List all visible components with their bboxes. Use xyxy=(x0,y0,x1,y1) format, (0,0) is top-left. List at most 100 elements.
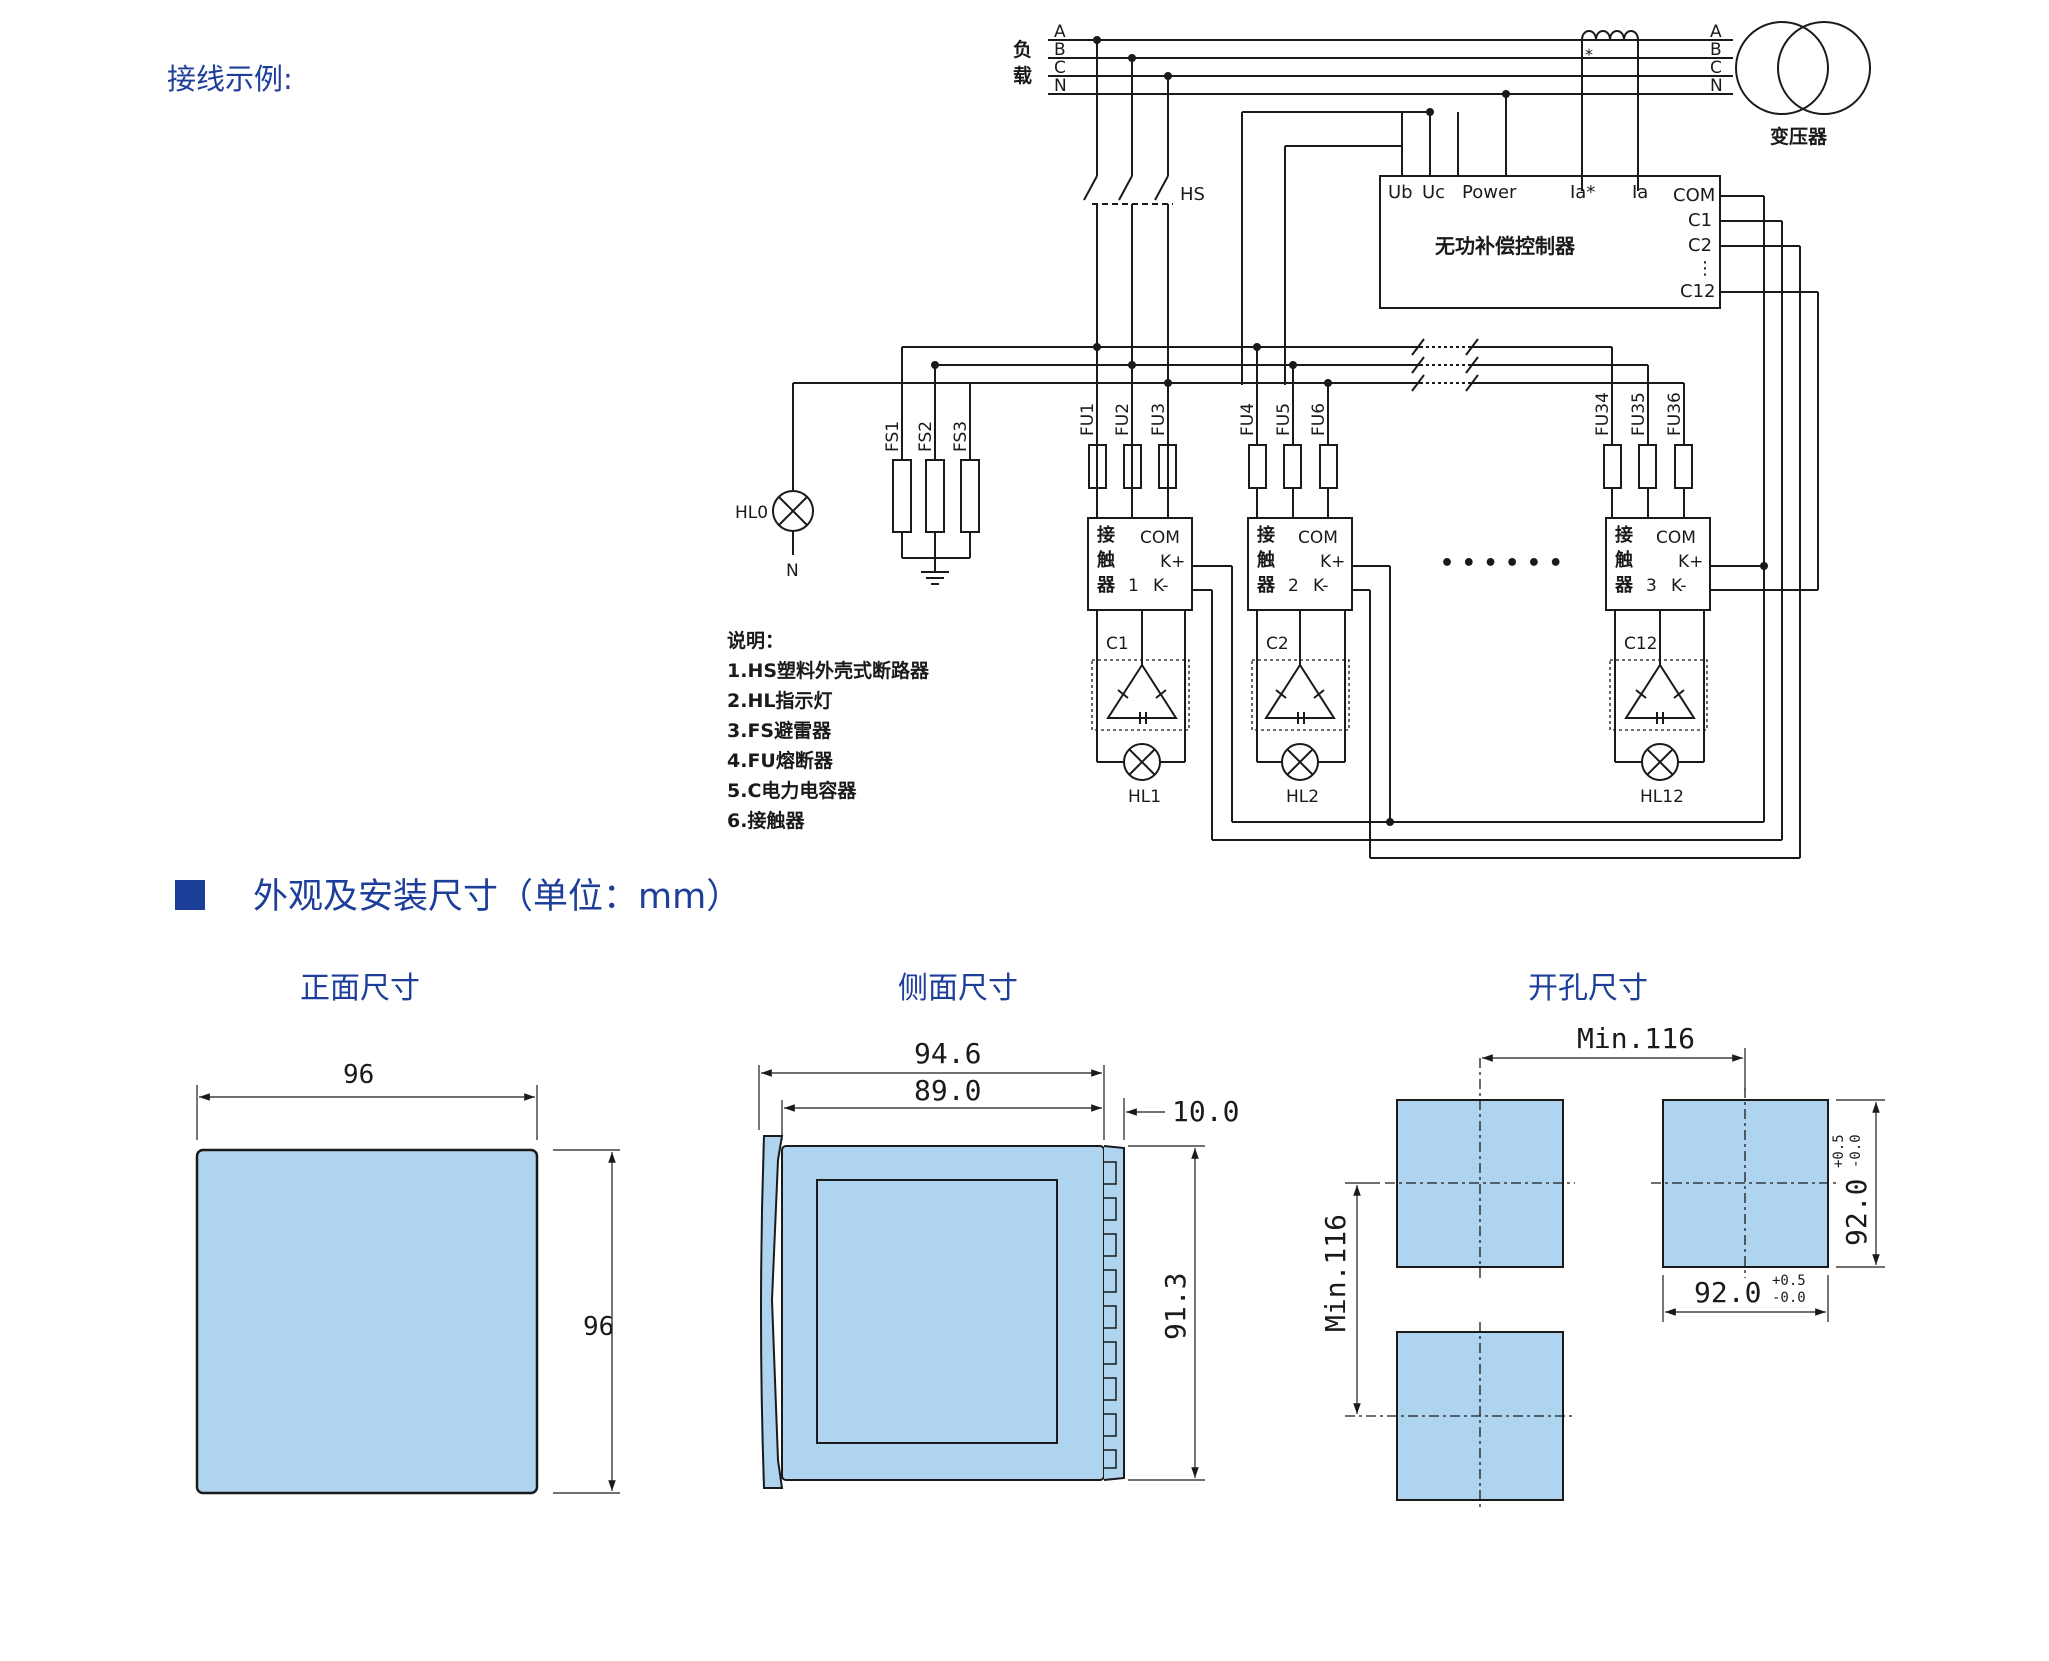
contactor-1-kplus: K+ xyxy=(1160,552,1185,572)
contactor-1 xyxy=(1087,517,1193,611)
fu36-label: FU36 xyxy=(1665,392,1685,436)
side-label-area xyxy=(816,1179,1058,1444)
phase-n-right: N xyxy=(1710,76,1723,96)
contactor-3-char-3: 器 xyxy=(1614,575,1634,596)
contactor-2-number: 2 xyxy=(1288,576,1299,596)
controller-power: Power xyxy=(1462,182,1517,203)
phase-c-right: C xyxy=(1710,58,1722,78)
transformer-coil-right xyxy=(1777,21,1871,115)
controller-c1: C1 xyxy=(1688,210,1712,231)
controller-ia: Ia xyxy=(1632,182,1648,203)
fu34-label: FU34 xyxy=(1593,392,1613,436)
controller-dots: ⋮ xyxy=(1696,258,1714,279)
controller-com: COM xyxy=(1673,185,1715,206)
contactor-1-com: COM xyxy=(1140,528,1180,548)
contactor-3-number: 3 xyxy=(1646,576,1657,596)
legend-item: 2.HL指示灯 xyxy=(727,690,833,712)
side-view: 94.6 89.0 10.0 91.3 xyxy=(758,1037,1239,1489)
contactor-2-char-1: 接 xyxy=(1257,524,1275,546)
side-height-dim: 91.3 xyxy=(1159,1273,1192,1340)
terminal-slots xyxy=(1104,1161,1117,1469)
hl0-label: HL0 xyxy=(735,503,768,523)
current-transformer xyxy=(1581,30,1639,41)
phase-b-left: B xyxy=(1054,40,1066,60)
cutout-width-dim: 92.0 xyxy=(1694,1276,1761,1309)
contactor-2-kminus: K- xyxy=(1313,576,1329,596)
contactor-3-char-1: 接 xyxy=(1615,524,1633,546)
capacitor-c12-label: C12 xyxy=(1624,634,1658,654)
front-panel xyxy=(195,1148,539,1495)
front-view-title: 正面尺寸 xyxy=(300,971,420,1006)
cutout-view: Min.116 Min.116 92.0 +0.5 -0.0 92.0 +0.5… xyxy=(1319,1022,1885,1510)
fu35-label: FU35 xyxy=(1629,392,1649,436)
fuse-group-1 xyxy=(1088,444,1177,518)
junction-dots xyxy=(931,36,1768,826)
legend-item: 1.HS塑料外壳式断路器 xyxy=(727,660,930,682)
wiring-labels: 负 载 A B C N A B C N 变压器 * HS Ub Uc Power… xyxy=(735,22,1828,807)
fu5-label: FU5 xyxy=(1274,403,1294,436)
front-height-dim: 96 xyxy=(583,1312,614,1342)
contactor-3-com: COM xyxy=(1656,528,1696,548)
cutout-view-title: 开孔尺寸 xyxy=(1528,971,1648,1006)
capacitor-bank-1 xyxy=(1091,610,1190,781)
fu4-label: FU4 xyxy=(1238,403,1258,436)
legend-item: 4.FU熔断器 xyxy=(727,750,833,772)
cutout-width-tol-plus: +0.5 xyxy=(1772,1273,1806,1289)
contactor-3-char-2: 触 xyxy=(1615,549,1633,571)
controller-ub: Ub xyxy=(1388,182,1413,203)
side-bezel xyxy=(760,1135,784,1489)
capacitor-bank-2 xyxy=(1251,610,1350,781)
cutout-height-tol-plus: +0.5 xyxy=(1831,1134,1847,1168)
fu2-label: FU2 xyxy=(1113,403,1133,436)
side-view-title: 侧面尺寸 xyxy=(898,971,1018,1006)
lamp-hl1-label: HL1 xyxy=(1128,787,1161,807)
phase-a-right: A xyxy=(1710,22,1722,42)
controller-name: 无功补偿控制器 xyxy=(1435,234,1576,258)
capacitor-bank-3 xyxy=(1609,610,1708,781)
fs2-label: FS2 xyxy=(916,421,936,452)
contactor-2-kplus: K+ xyxy=(1320,552,1345,572)
lamp-hl2-label: HL2 xyxy=(1286,787,1319,807)
legend-item: 3.FS避雷器 xyxy=(727,720,832,742)
phase-n-left: N xyxy=(1054,76,1067,96)
fs1-label: FS1 xyxy=(883,421,903,452)
side-total-dim: 94.6 xyxy=(914,1037,981,1070)
phase-a-left: A xyxy=(1054,22,1066,42)
side-flange-dim: 10.0 xyxy=(1172,1095,1239,1128)
legend-item: 5.C电力电容器 xyxy=(727,780,857,802)
contactor-2-com: COM xyxy=(1298,528,1338,548)
fuse-group-3 xyxy=(1603,347,1693,518)
section-bullet-icon xyxy=(175,880,205,910)
transformer-coil-left xyxy=(1735,21,1829,115)
contactor-1-kminus: K- xyxy=(1153,576,1169,596)
fuse-group-2 xyxy=(1248,347,1338,518)
neutral-label: N xyxy=(786,561,799,581)
contactor-1-char-3: 器 xyxy=(1096,575,1116,596)
front-view: 96 96 xyxy=(195,1060,620,1495)
load-label-1: 负 xyxy=(1013,38,1032,61)
contactor-3 xyxy=(1605,517,1711,611)
contactor-3-kplus: K+ xyxy=(1678,552,1703,572)
side-terminal-strip xyxy=(1103,1145,1125,1481)
contactor-3-kminus: K- xyxy=(1671,576,1687,596)
contactor-2-char-2: 触 xyxy=(1257,549,1275,571)
capacitor-c2-label: C2 xyxy=(1266,634,1289,654)
section-title: 外观及安装尺寸（单位：mm） xyxy=(253,877,742,917)
ellipsis-more-banks: • • • • • • xyxy=(1440,551,1563,576)
front-width-dim: 96 xyxy=(343,1060,374,1090)
side-body-dim: 89.0 xyxy=(914,1074,981,1107)
controller-c12: C12 xyxy=(1680,281,1715,302)
fu6-label: FU6 xyxy=(1309,403,1329,436)
cutout-height-dim: 92.0 xyxy=(1840,1179,1873,1246)
contactor-1-char-1: 接 xyxy=(1097,524,1115,546)
transformer-label: 变压器 xyxy=(1770,125,1828,148)
capacitor-c1-label: C1 xyxy=(1106,634,1129,654)
contactor-2-char-3: 器 xyxy=(1256,575,1276,596)
cutout-height-tol-minus: -0.0 xyxy=(1848,1134,1864,1168)
controller-box xyxy=(1379,175,1721,309)
cutout-min-horizontal-dim: Min.116 xyxy=(1577,1022,1695,1055)
lamp-hl12-label: HL12 xyxy=(1640,787,1684,807)
phase-b-right: B xyxy=(1710,40,1722,60)
controller-c2: C2 xyxy=(1688,235,1712,256)
